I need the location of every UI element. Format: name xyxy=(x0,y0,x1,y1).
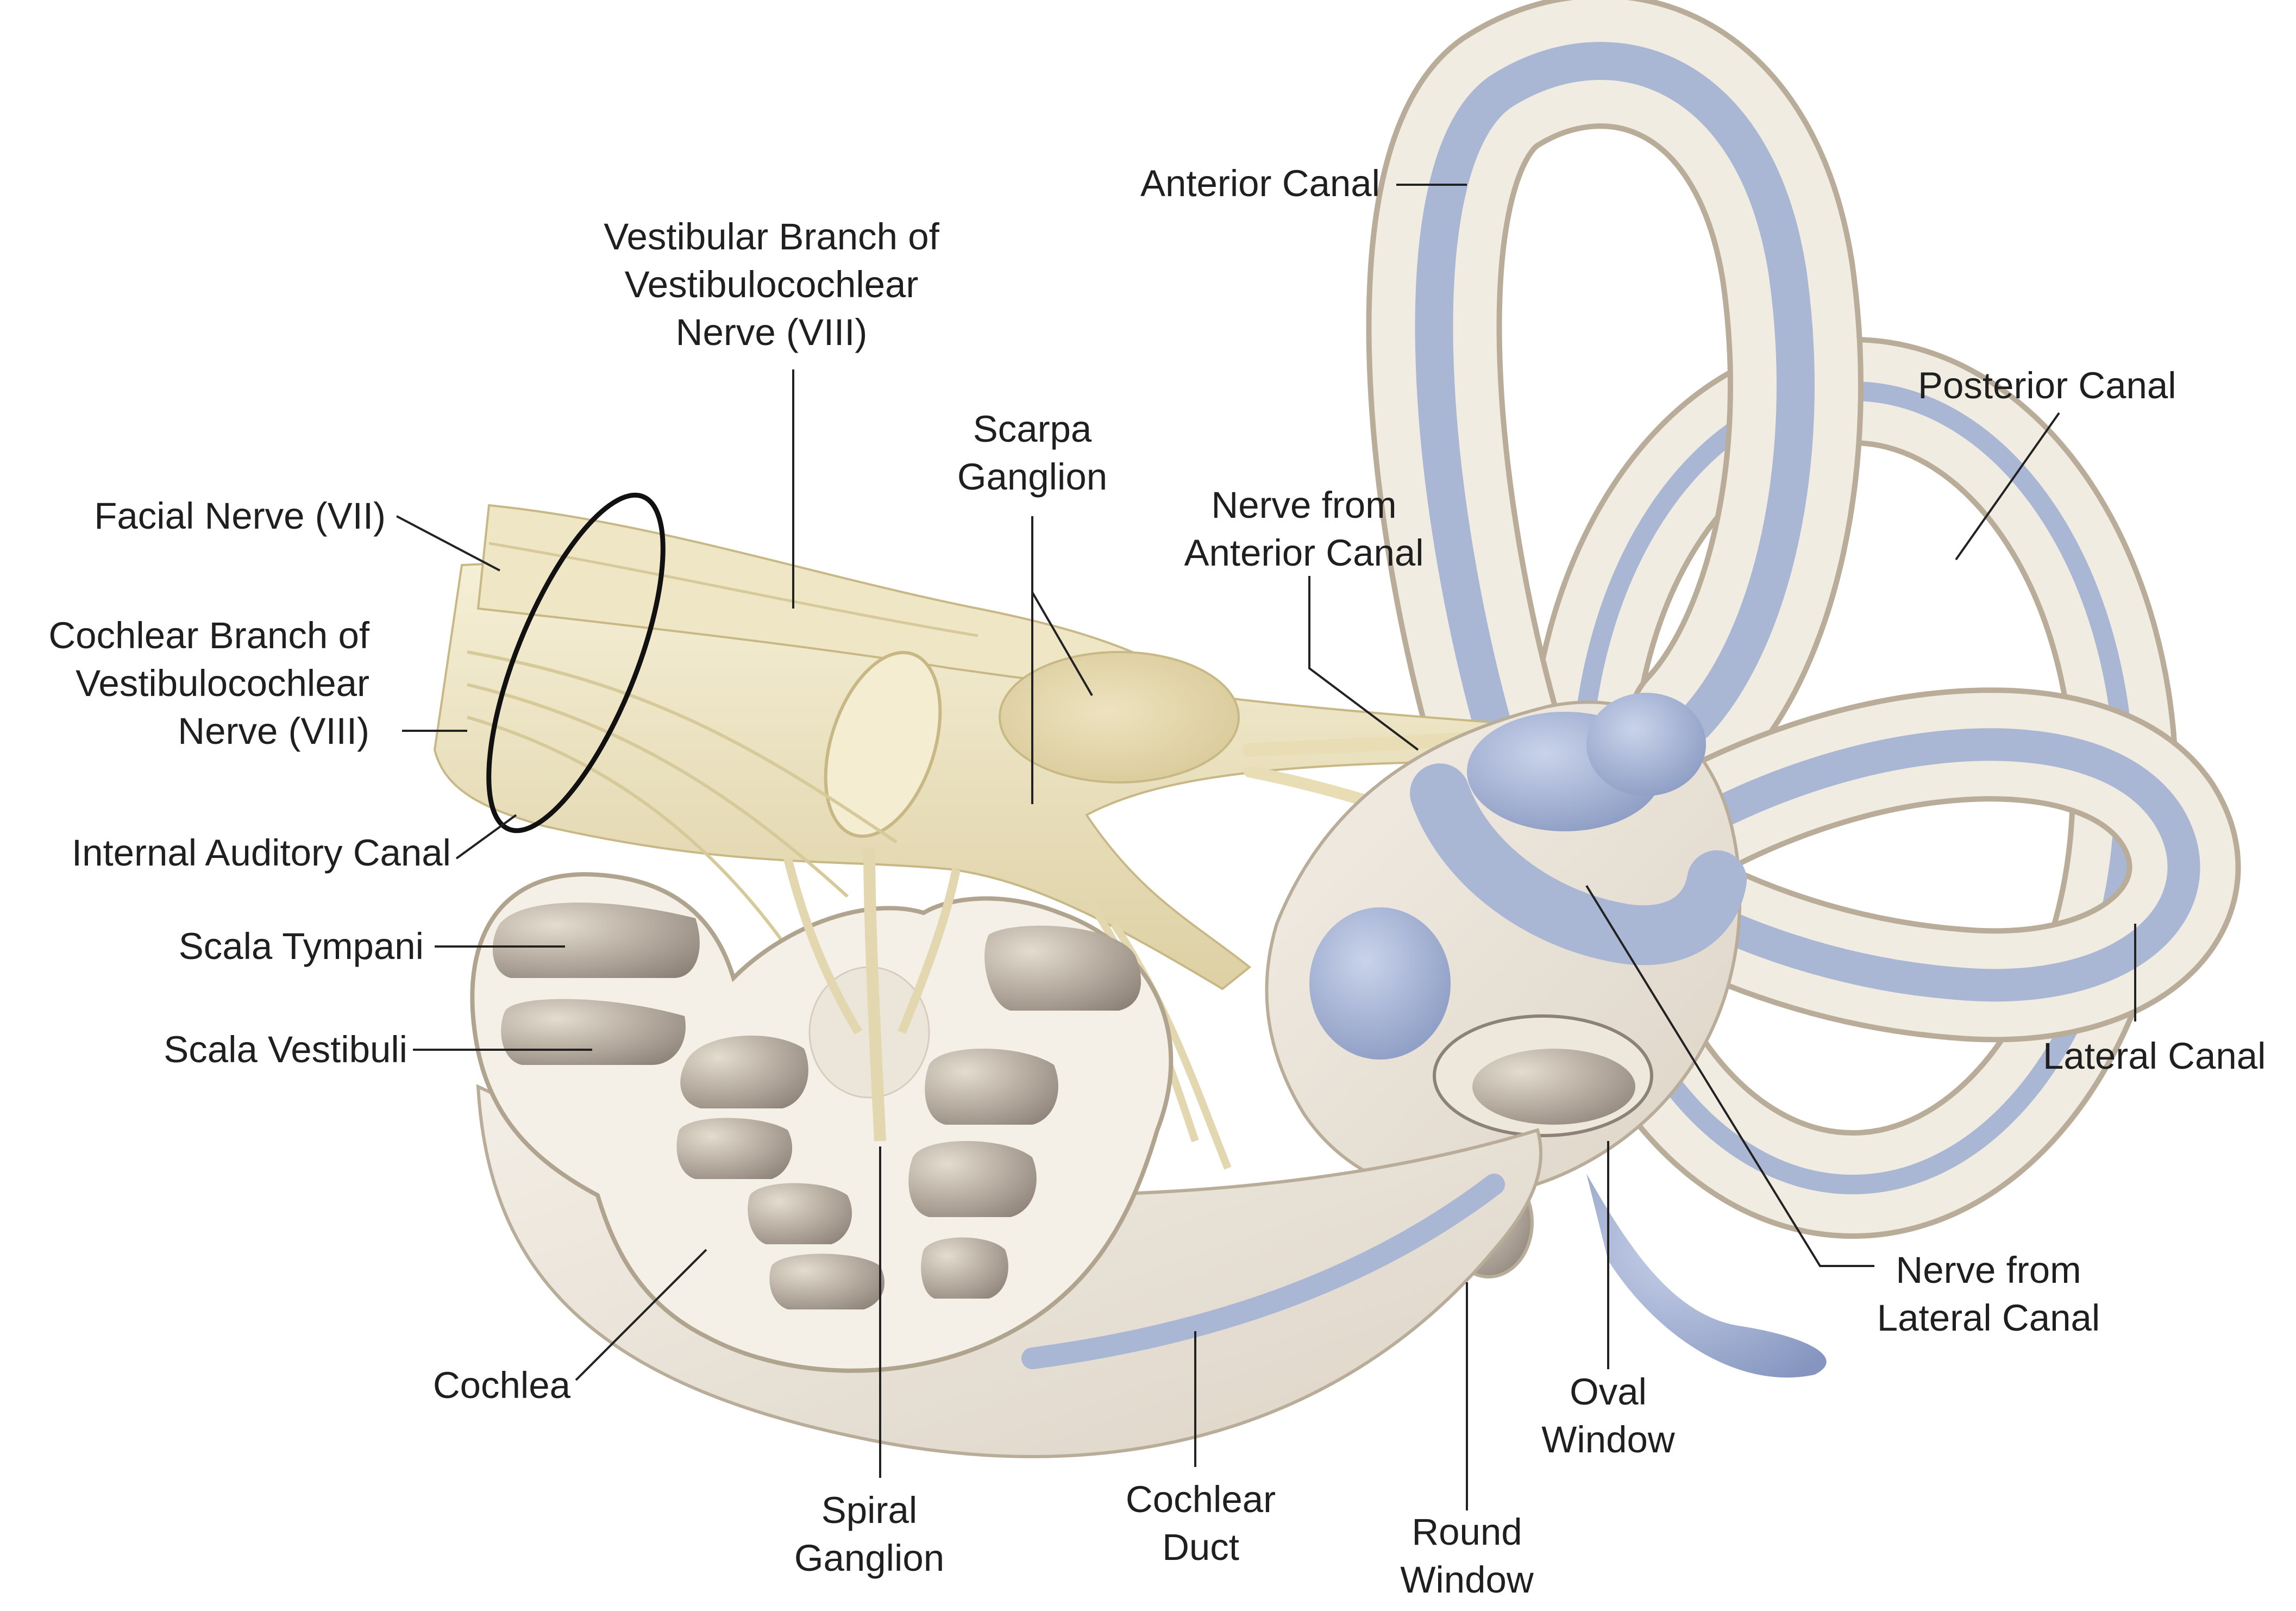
label-scala-tympani: Scala Tympani xyxy=(178,925,424,967)
label-scarpa-ganglion: Scarpa Ganglion xyxy=(957,408,1108,498)
leader-lines xyxy=(396,184,2136,1510)
label-cochlear-duct: Cochlear Duct xyxy=(1125,1478,1276,1568)
label-cochlear-branch: Cochlear Branch of Vestibulocochlear Ner… xyxy=(48,615,369,752)
label-round-window: Round Window xyxy=(1400,1511,1534,1601)
label-scala-vestibuli: Scala Vestibuli xyxy=(164,1029,407,1070)
cochlea-cross-section xyxy=(470,847,1174,1373)
label-vestibular-branch: Vestibular Branch of Vestibulocochlear N… xyxy=(604,216,939,353)
label-spiral-ganglion: Spiral Ganglion xyxy=(794,1489,945,1579)
label-internal-auditory-canal: Internal Auditory Canal xyxy=(71,832,451,874)
label-nerve-lateral-canal: Nerve from Lateral Canal xyxy=(1877,1249,2100,1339)
anterior-canal xyxy=(1366,0,1864,818)
label-lateral-canal: Lateral Canal xyxy=(2043,1035,2266,1077)
label-oval-window: Oval Window xyxy=(1541,1371,1675,1460)
vestibule xyxy=(1265,693,1827,1378)
internal-auditory-canal-ring xyxy=(486,492,666,833)
label-posterior-canal: Posterior Canal xyxy=(1918,365,2176,406)
label-nerve-anterior-canal: Nerve from Anterior Canal xyxy=(1184,484,1424,574)
lateral-canal xyxy=(1600,687,2241,1043)
label-anterior-canal: Anterior Canal xyxy=(1140,162,1380,204)
label-facial-nerve: Facial Nerve (VII) xyxy=(94,495,386,537)
label-cochlea: Cochlea xyxy=(432,1364,570,1406)
